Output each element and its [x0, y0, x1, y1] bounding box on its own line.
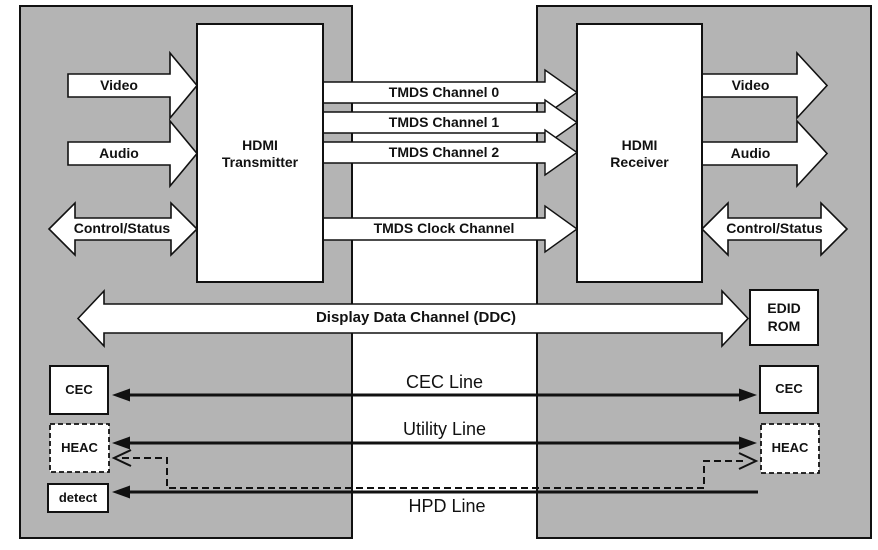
cec-right-box [759, 365, 819, 414]
edid-rom-label: EDID ROM [750, 290, 818, 345]
audio-out-label: Audio [730, 144, 771, 161]
heac-dashed-left-open-arrowhead [111, 449, 132, 467]
audio-in-label: Audio [99, 144, 139, 161]
edid-rom-box [749, 289, 819, 346]
tmds-channel-2-arrow [322, 128, 579, 177]
ddc-double-arrow [76, 288, 750, 349]
ddc-label: Display Data Channel (DDC) [315, 309, 517, 327]
control-status-left-label: Control/Status [73, 220, 171, 237]
cec-left-box [49, 365, 109, 415]
cec-right-box-label: CEC [775, 381, 803, 397]
hpd-detect-box-label: detect [58, 489, 98, 505]
cec-line-left-arrowhead [112, 388, 130, 402]
heac-left-box-label: HEAC [61, 439, 98, 455]
hpd-detect-box [47, 483, 109, 513]
tmds-clock-label: TMDS Clock Channel [373, 220, 515, 237]
hpd-line-left-arrowhead [112, 485, 130, 499]
hdmi-transmitter-label-line2: Transmitter [221, 154, 299, 170]
hdmi-receiver-label: HDMI Receiver [577, 126, 702, 182]
tmds-channel-2-label: TMDS Channel 2 [388, 143, 500, 160]
control-status-right-arrow [700, 201, 849, 257]
heac-right-box-label: HEAC [771, 440, 809, 456]
tmds-channel-0-arrow [322, 68, 579, 117]
hdmi-transmitter-label: HDMI Transmitter [197, 126, 323, 182]
video-in-arrow [67, 50, 199, 121]
heac-dashed-path [122, 457, 744, 489]
heac-left-box [49, 423, 110, 473]
video-out-arrow [701, 50, 829, 121]
hdmi-receiver-box [576, 23, 703, 283]
hdmi-receiver-label-line2: Receiver [610, 154, 669, 170]
audio-in-arrow [67, 118, 199, 189]
control-status-right-label: Control/Status [726, 220, 823, 237]
tmds-channel-0-label: TMDS Channel 0 [388, 83, 500, 100]
heac-right-box [760, 423, 820, 474]
hdmi-transmitter-label-line1: HDMI [242, 136, 278, 153]
audio-out-arrow [701, 118, 829, 189]
hdmi-transmitter-box [196, 23, 324, 283]
hdmi-receiver-label-line1: HDMI [621, 136, 658, 153]
video-out-label: Video [731, 76, 770, 93]
tmds-clock-arrow [322, 204, 579, 254]
edid-rom-label-line1: EDID [767, 300, 801, 316]
utility-line-right-arrowhead [739, 436, 757, 450]
tmds-channel-1-label: TMDS Channel 1 [388, 113, 500, 130]
video-in-label: Video [100, 76, 138, 93]
heac-dashed-right-open-arrowhead [738, 452, 759, 470]
tmds-channel-1-arrow [322, 98, 579, 147]
cec-line-right-arrowhead [739, 388, 757, 402]
utility-line-left-arrowhead [112, 436, 130, 450]
cec-left-box-label: CEC [65, 381, 93, 397]
utility-line-label: Utility Line [402, 418, 487, 439]
edid-rom-label-line2: ROM [767, 317, 801, 334]
hpd-line-label: HPD Line [408, 495, 486, 516]
cec-line-label: CEC Line [405, 371, 484, 392]
